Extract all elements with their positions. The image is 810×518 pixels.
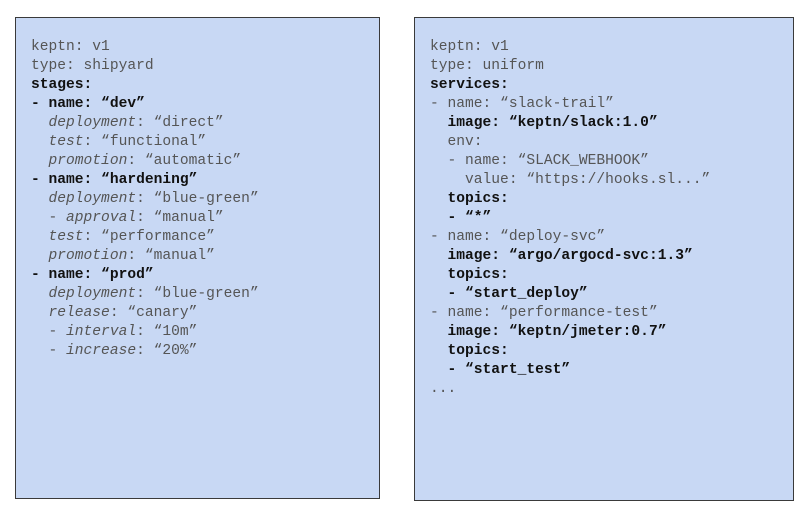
code-indent: -: [31, 324, 67, 340]
code-line: topics:: [430, 191, 509, 207]
uniform-yaml-panel: keptn: v1 type: uniform services: - name: “…: [414, 17, 794, 501]
shipyard-yaml-panel: keptn: v1 type: shipyard stages: - name: “d…: [15, 17, 380, 499]
code-line: keptn: v1: [31, 39, 110, 55]
code-line: topics:: [430, 267, 509, 283]
code-indent: [31, 191, 49, 207]
code-indent: [31, 134, 49, 150]
code-line: test: “performance”: [31, 228, 375, 247]
code-line: stages:: [31, 77, 93, 93]
yaml-key: increase: [66, 343, 137, 359]
code-indent: [31, 115, 49, 131]
code-line: type: shipyard: [31, 58, 154, 74]
yaml-value: : “performance”: [83, 229, 215, 245]
code-line: - name: “prod”: [31, 267, 154, 283]
code-line: ...: [430, 381, 457, 397]
code-line: - interval: “10m”: [31, 323, 375, 342]
code-indent: [31, 153, 49, 169]
yaml-key: deployment: [48, 191, 137, 207]
yaml-value: : “10m”: [136, 324, 198, 340]
yaml-value: : “canary”: [109, 305, 198, 321]
yaml-key: promotion: [48, 153, 128, 169]
code-line: - name: “slack-trail”: [430, 96, 614, 112]
code-line: promotion: “automatic”: [31, 152, 375, 171]
yaml-key: interval: [66, 324, 137, 340]
yaml-value: : “blue-green”: [136, 286, 259, 302]
yaml-key: release: [48, 305, 110, 321]
code-line: - “*”: [430, 210, 492, 226]
code-line: - name: “dev”: [31, 96, 145, 112]
uniform-code-block: keptn: v1 type: uniform services: - name: “…: [430, 38, 789, 399]
code-line: deployment: “blue-green”: [31, 285, 375, 304]
code-line: release: “canary”: [31, 304, 375, 323]
code-line: env:: [430, 134, 483, 150]
code-line: - increase: “20%”: [31, 342, 375, 361]
code-line: - name: “deploy-svc”: [430, 229, 606, 245]
shipyard-code-block: keptn: v1 type: shipyard stages: - name: “d…: [31, 38, 375, 361]
code-line: topics:: [430, 343, 509, 359]
yaml-key: promotion: [48, 248, 128, 264]
yaml-key: test: [48, 229, 84, 245]
code-indent: -: [31, 343, 67, 359]
code-line: keptn: v1: [430, 39, 509, 55]
yaml-key: deployment: [48, 115, 137, 131]
code-indent: [31, 248, 49, 264]
code-indent: -: [31, 210, 67, 226]
yaml-value: : “20%”: [136, 343, 198, 359]
code-line: image: “argo/argocd-svc:1.3”: [430, 248, 693, 264]
code-line: deployment: “direct”: [31, 114, 375, 133]
code-line: - approval: “manual”: [31, 209, 375, 228]
yaml-key: approval: [66, 210, 137, 226]
code-indent: [31, 229, 49, 245]
yaml-value: : “manual”: [136, 210, 224, 226]
code-line: deployment: “blue-green”: [31, 190, 375, 209]
yaml-value: : “automatic”: [127, 153, 242, 169]
code-line: value: “https://hooks.sl...”: [430, 172, 711, 188]
code-line: type: uniform: [430, 58, 544, 74]
code-indent: [31, 286, 49, 302]
code-line: promotion: “manual”: [31, 247, 375, 266]
code-line: - “start_test”: [430, 362, 571, 378]
yaml-key: test: [48, 134, 84, 150]
code-line: - name: “hardening”: [31, 172, 198, 188]
yaml-key: deployment: [48, 286, 137, 302]
code-line: image: “keptn/jmeter:0.7”: [430, 324, 667, 340]
yaml-value: : “direct”: [136, 115, 224, 131]
code-line: - name: “performance-test”: [430, 305, 658, 321]
code-line: services:: [430, 77, 509, 93]
yaml-value: : “blue-green”: [136, 191, 259, 207]
yaml-value: : “functional”: [83, 134, 207, 150]
code-indent: [31, 305, 49, 321]
code-line: - “start_deploy”: [430, 286, 588, 302]
code-line: test: “functional”: [31, 133, 375, 152]
code-line: - name: “SLACK_WEBHOOK”: [430, 153, 649, 169]
code-line: image: “keptn/slack:1.0”: [430, 115, 658, 131]
yaml-value: : “manual”: [127, 248, 215, 264]
